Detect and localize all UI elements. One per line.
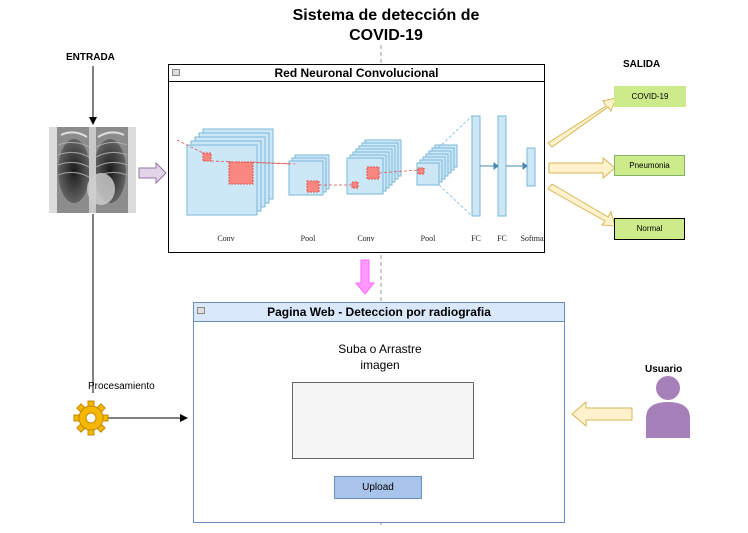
input-label: ENTRADA [66,52,115,63]
upload-prompt-line2: imagen [360,358,400,372]
kernel-patch [417,167,425,175]
window-icon [197,307,205,314]
xray-to-cnn-arrow [138,161,167,185]
fc1-layer [471,115,481,217]
kernel-patch [202,152,212,162]
fc2-layer [497,115,507,217]
cnn-header: Red Neuronal Convolucional [169,65,544,82]
output-arrow-covid [547,97,617,148]
cnn-title: Red Neuronal Convolucional [274,66,439,80]
upload-prompt-line1: Suba o Arrastre [338,342,422,356]
web-header: Pagina Web - Deteccion por radiografia [194,303,564,322]
layer-label-fc2: FC [497,234,507,243]
chest-xray-image [49,127,136,213]
output-pneumonia: Pneumonia [614,155,685,176]
layer-label-pool1: Pool [301,234,316,243]
output-normal-label: Normal [636,224,663,233]
user-icon [646,376,690,438]
cnn-panel: Red Neuronal Convolucional [168,64,545,253]
web-title: Pagina Web - Deteccion por radiografia [267,305,491,319]
upload-prompt: Suba o Arrastre imagen [194,341,566,373]
output-pneumonia-label: Pneumonia [629,161,670,170]
output-label: SALIDA [623,59,661,70]
layer-label-conv2: Conv [357,234,374,243]
layer-label-pool2: Pool [421,234,436,243]
upload-button-label: Upload [362,482,394,493]
window-icon [172,69,180,76]
user-label: Usuario [645,364,683,375]
kernel-patch [366,166,380,180]
gear-icon [73,400,109,436]
layer-label-conv1: Conv [217,234,234,243]
layer-label-softmax: Softmax [520,234,544,243]
web-page-panel: Pagina Web - Deteccion por radiografia S… [193,302,565,523]
cnn-architecture-diagram: Conv Pool Conv Pool FC FC Softmax [176,115,544,243]
output-normal: Normal [614,218,685,240]
image-drop-zone[interactable] [292,382,474,459]
layer-label-fc1: FC [471,234,481,243]
upload-button[interactable]: Upload [334,476,422,499]
output-covid19: COVID-19 [614,86,686,107]
softmax-layer [526,147,536,187]
output-arrow-normal [547,183,616,227]
kernel-patch [306,180,320,193]
processing-label: Procesamiento [88,381,155,392]
user-to-web-arrow [571,400,633,428]
cnn-to-web-arrow [354,259,376,295]
kernel-patch [228,161,254,185]
output-arrow-pneumonia [548,156,616,180]
output-covid19-label: COVID-19 [631,92,669,101]
kernel-patch [351,181,359,189]
